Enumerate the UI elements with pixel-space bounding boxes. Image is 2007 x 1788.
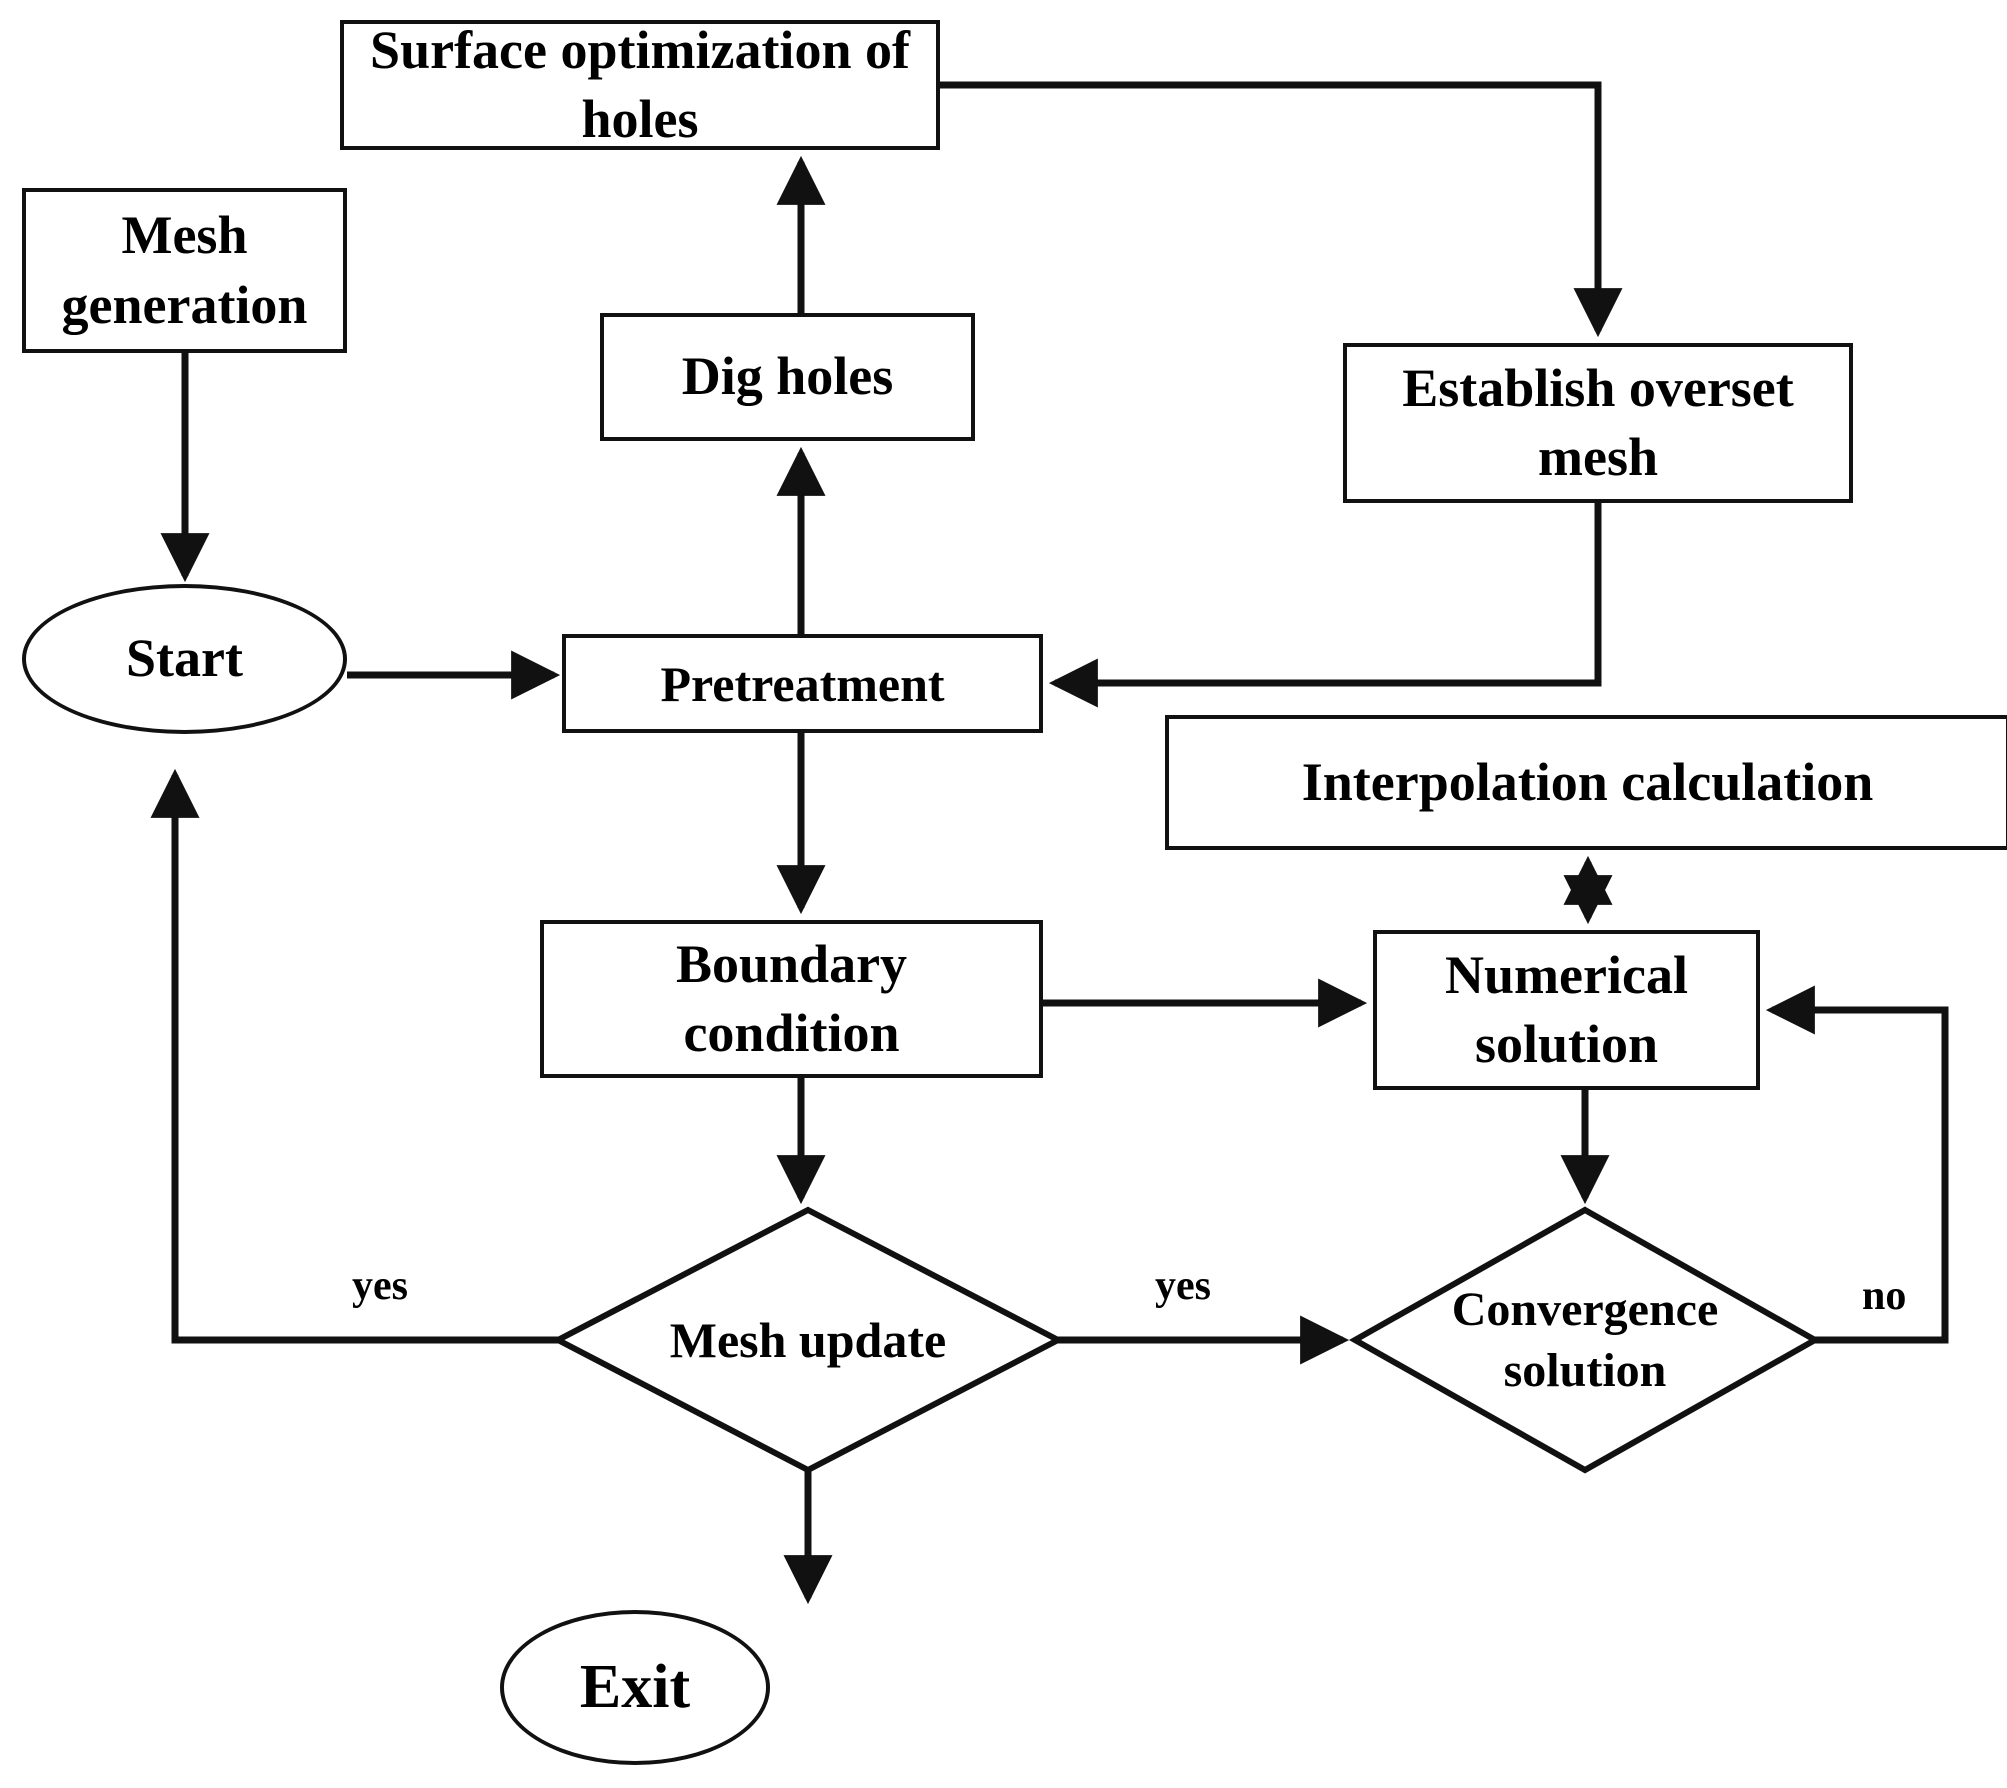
node-label: Interpolation calculation bbox=[1301, 751, 1874, 812]
node-label: Mesh generation bbox=[61, 205, 308, 335]
node-establish-overset-mesh[interactable]: Establish overset mesh bbox=[1343, 343, 1853, 503]
node-label: Mesh update bbox=[669, 1312, 947, 1368]
node-boundary-condition[interactable]: Boundary condition bbox=[540, 920, 1043, 1078]
node-label: Convergence solution bbox=[1451, 1282, 1719, 1397]
node-exit[interactable]: Exit bbox=[500, 1610, 770, 1765]
node-dig-holes[interactable]: Dig holes bbox=[600, 313, 975, 441]
node-label: Establish overset mesh bbox=[1402, 357, 1794, 487]
edge-label-convergence-no: no bbox=[1862, 1272, 1906, 1320]
node-label: Boundary condition bbox=[675, 933, 908, 1063]
node-start[interactable]: Start bbox=[22, 584, 347, 734]
node-label: Numerical solution bbox=[1445, 944, 1688, 1074]
node-mesh-generation[interactable]: Mesh generation bbox=[22, 188, 347, 353]
node-label: Pretreatment bbox=[660, 655, 945, 712]
edge-label-mesh-update-yes: yes bbox=[352, 1262, 408, 1310]
edge-label-text: no bbox=[1862, 1273, 1907, 1319]
node-label: Start bbox=[126, 628, 243, 689]
edge-surface-optimization-to-establish-overset bbox=[940, 81, 1623, 338]
edge-label-text: yes bbox=[352, 1263, 408, 1309]
node-numerical-solution[interactable]: Numerical solution bbox=[1373, 930, 1760, 1090]
node-convergence-solution[interactable]: Convergence solution bbox=[1355, 1210, 1815, 1470]
node-interpolation-calculation[interactable]: Interpolation calculation bbox=[1165, 715, 2007, 850]
node-label: Dig holes bbox=[681, 346, 894, 407]
node-pretreatment[interactable]: Pretreatment bbox=[562, 634, 1043, 733]
node-surface-optimization-of-holes[interactable]: Surface optimization of holes bbox=[340, 20, 940, 150]
edge-establish-overset-to-pretreatment bbox=[1048, 503, 1602, 708]
node-label: Surface optimization of holes bbox=[370, 19, 910, 149]
edge-mesh-update-yes-to-start bbox=[150, 768, 558, 1344]
edge-label-convergence-yes: yes bbox=[1155, 1262, 1211, 1310]
node-mesh-update[interactable]: Mesh update bbox=[558, 1210, 1058, 1470]
edge-label-text: yes bbox=[1155, 1263, 1211, 1309]
node-label: Exit bbox=[579, 1652, 691, 1721]
